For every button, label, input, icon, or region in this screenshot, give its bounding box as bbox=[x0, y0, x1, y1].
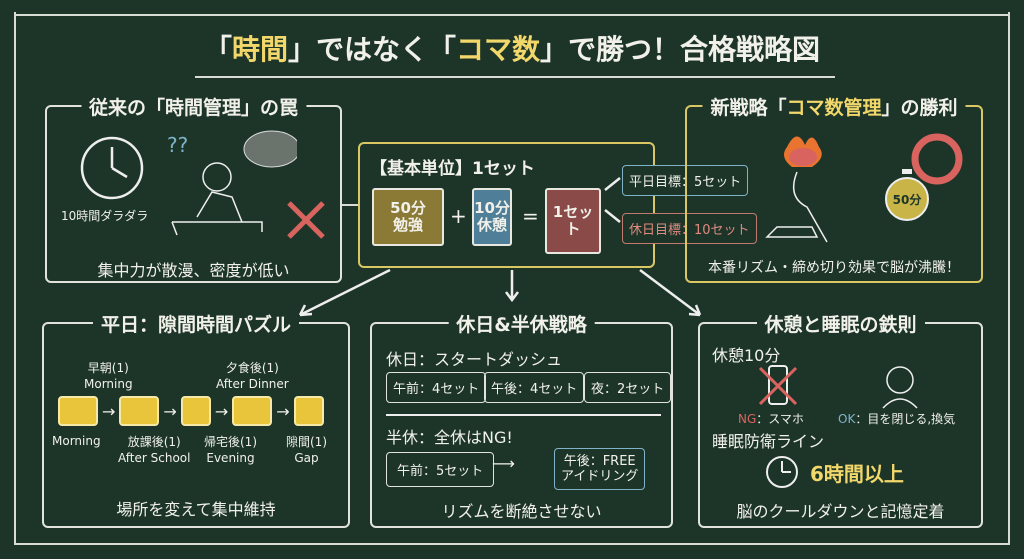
rest-sleep-panel: 休憩と睡眠の鉄則 休憩10分 NG：スマホ OK：目を閉じる,換気 睡眠防衛ライ… bbox=[698, 310, 983, 528]
chip-night: 夜：2セット bbox=[584, 372, 672, 403]
arrow-icon: → bbox=[102, 401, 116, 421]
ng-note: NG：スマホ bbox=[738, 412, 804, 426]
holiday-subtitle: 休日：スタートダッシュ bbox=[386, 350, 563, 369]
slot-block bbox=[180, 396, 211, 426]
slot-block bbox=[232, 396, 273, 426]
clock-icon bbox=[80, 136, 144, 200]
holiday-panel: 休日&半休戦略 休日：スタートダッシュ 午前：4セット 午後：4セット 夜：2セ… bbox=[370, 310, 673, 528]
rest-caption: 脳のクールダウンと記憶定着 bbox=[736, 502, 945, 521]
holiday-title: 休日&半休戦略 bbox=[448, 310, 595, 337]
basic-unit-panel: 【基本単位】1セット 50分勉強 + 10分休憩 = 1セット bbox=[358, 142, 655, 268]
weekday-title: 平日：隙間時間パズル bbox=[92, 310, 300, 337]
title-underline bbox=[195, 76, 835, 78]
sleep-hours: 6時間以上 bbox=[810, 462, 904, 486]
new-strategy-caption: 本番リズム・締め切り効果で脳が沸騰！ bbox=[708, 260, 960, 276]
slot-label-after-school: 放課後(1)After School bbox=[118, 435, 191, 465]
old-method-title: 従来の「時間管理」の罠 bbox=[80, 93, 307, 120]
arrow-icon: ⟶ bbox=[492, 454, 515, 473]
arrow-icon: → bbox=[163, 401, 177, 421]
cross-mark-icon bbox=[287, 201, 325, 239]
equals-sign: = bbox=[522, 204, 539, 228]
slot-label-evening: 帰宅後(1)Evening bbox=[204, 435, 257, 465]
old-method-panel: 従来の「時間管理」の罠 10時間ダラダラ ?? 集中力が散漫、密度が低い bbox=[45, 93, 342, 283]
no-smartphone-icon bbox=[758, 365, 798, 406]
focused-student-icon bbox=[765, 136, 828, 243]
study-tile: 50分勉強 bbox=[372, 188, 444, 246]
new-strategy-panel: 新戦略「コマ数管理」の勝利 50分 本番リズム・締め切り効果で脳が沸騰！ bbox=[685, 93, 983, 283]
connector bbox=[342, 204, 358, 206]
rest-subtitle: 休憩10分 bbox=[712, 346, 781, 365]
slot-block bbox=[119, 396, 160, 426]
page-title: 「時間」ではなく「コマ数」で勝つ！合格戦略図 bbox=[203, 33, 821, 66]
basic-unit-title: 【基本単位】1セット bbox=[370, 159, 535, 179]
holiday-goal: 休日目標：10セット bbox=[622, 213, 757, 244]
weekday-panel: 平日：隙間時間パズル 早朝(1)Morning 夕食後(1)After Dinn… bbox=[42, 310, 350, 528]
timeline-arrow bbox=[386, 414, 661, 416]
new-strategy-title: 新戦略「コマ数管理」の勝利 bbox=[702, 93, 966, 120]
rest-tile: 10分休憩 bbox=[472, 188, 512, 246]
half-am-chip: 午前：5セット bbox=[386, 452, 495, 487]
time-slot-chain: → → → → bbox=[58, 396, 324, 426]
clock-icon bbox=[766, 456, 798, 488]
half-holiday-subtitle: 半休：全休はNG! bbox=[386, 428, 513, 447]
slot-block bbox=[58, 396, 98, 426]
rest-sleep-title: 休憩と睡眠の鉄則 bbox=[756, 310, 925, 337]
ok-note: OK：目を閉じる,換気 bbox=[838, 412, 956, 426]
sleep-subtitle: 睡眠防衛ライン bbox=[712, 432, 825, 451]
timer-label: 50分 bbox=[893, 192, 922, 207]
slot-block bbox=[293, 396, 324, 426]
title-top-rule bbox=[14, 14, 1010, 16]
one-set-tile: 1セット bbox=[545, 188, 601, 254]
chip-pm: 午後：4セット bbox=[484, 372, 585, 403]
arrow-icon: → bbox=[214, 401, 229, 421]
chip-am: 午前：4セット bbox=[386, 372, 487, 403]
slot-label-gap: 隙間(1)Gap bbox=[286, 435, 327, 465]
board-frame bbox=[14, 12, 1010, 545]
weekday-caption: 場所を変えて集中維持 bbox=[116, 500, 276, 519]
slot-label-morning: Morning bbox=[52, 434, 101, 448]
svg-text:??: ?? bbox=[167, 133, 188, 157]
circle-ok-icon bbox=[911, 133, 963, 185]
tired-student-icon: ?? bbox=[167, 130, 297, 236]
holiday-caption: リズムを断絶させない bbox=[441, 502, 602, 521]
arrow-icon: → bbox=[276, 401, 290, 421]
old-method-caption: 集中力が散漫、密度が低い bbox=[97, 261, 290, 280]
slot-label-early-morning: 早朝(1)Morning bbox=[84, 361, 133, 391]
resting-face-icon bbox=[882, 366, 918, 409]
slot-label-after-dinner: 夕食後(1)After Dinner bbox=[216, 361, 289, 391]
clock-label: 10時間ダラダラ bbox=[61, 209, 149, 223]
plus-sign: + bbox=[450, 204, 467, 228]
stopwatch-icon: 50分 bbox=[885, 169, 929, 221]
